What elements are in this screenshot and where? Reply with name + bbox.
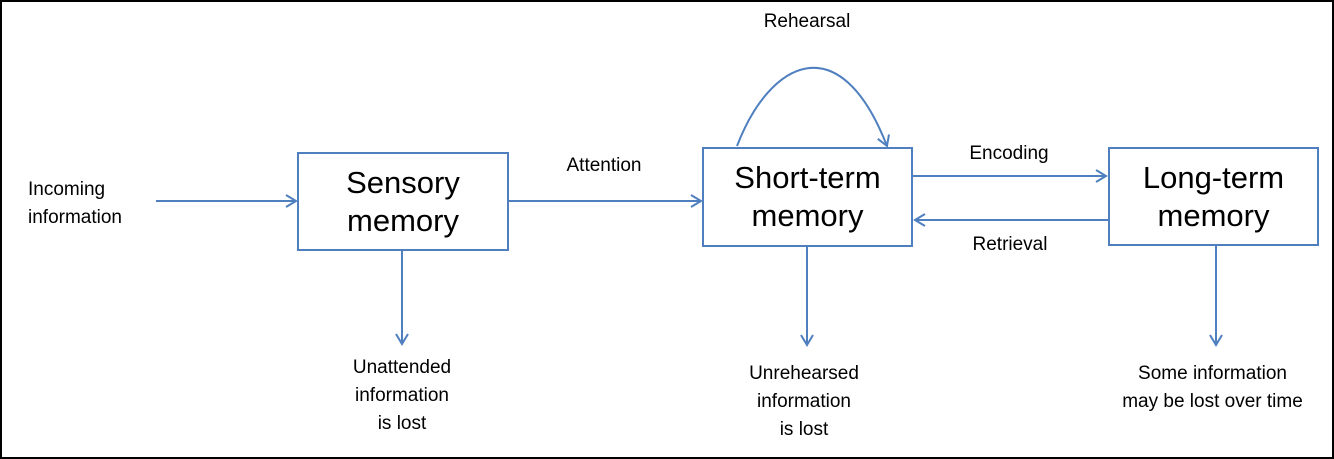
incoming-line-2: information <box>28 207 122 228</box>
retrieval-label: Retrieval <box>972 234 1048 255</box>
rehearsal-label: Rehearsal <box>763 11 851 32</box>
incoming-information-label: Incoming information <box>28 176 122 232</box>
short-term-loss-label: Unrehearsed information is lost <box>749 363 859 440</box>
attention-label: Attention <box>566 155 642 176</box>
incoming-line-1: Incoming <box>28 179 106 200</box>
long-term-loss-label: Some information may be lost over time <box>1122 363 1303 412</box>
long-term-memory-box: Long-term memory <box>1108 147 1319 246</box>
sensory-memory-line-1: Sensory <box>346 164 460 200</box>
rehearsal-loop-arrow <box>736 66 890 148</box>
short-term-memory-line-1: Short-term <box>734 160 881 195</box>
short-term-memory-box: Short-term memory <box>702 147 913 247</box>
sensory-memory-line-2: memory <box>347 202 459 238</box>
long-term-memory-title: Long-term memory <box>1143 159 1284 235</box>
short-term-memory-title: Short-term memory <box>734 159 880 235</box>
encoding-label: Encoding <box>969 143 1049 164</box>
sensory-memory-box: Sensory memory <box>297 152 509 251</box>
sensory-loss-label: Unattended information is lost <box>352 357 452 434</box>
long-term-memory-line-1: Long-term <box>1142 159 1285 195</box>
sensory-memory-title: Sensory memory <box>346 164 460 240</box>
short-term-memory-line-2: memory <box>751 198 864 233</box>
long-term-memory-line-2: memory <box>1157 197 1270 233</box>
